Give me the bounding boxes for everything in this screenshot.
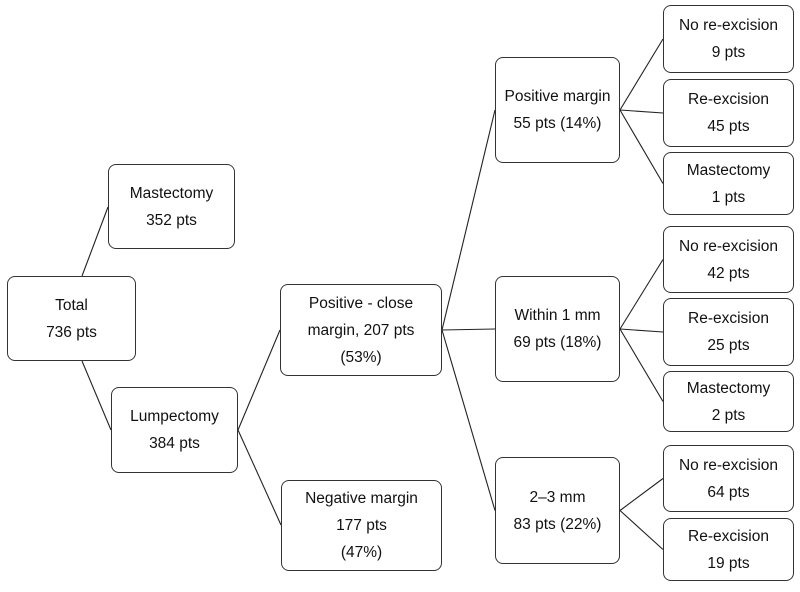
node-positive-close-margin-line-1: Positive - close xyxy=(308,294,414,312)
connector-total-to-lumpectomy xyxy=(81,360,112,431)
node-mastectomy: Mastectomy 352 pts xyxy=(108,164,235,249)
node-within-1mm-no-reexcision: No re-excision 42 pts xyxy=(663,226,794,293)
node-positive-margin-line-1: Positive margin xyxy=(504,88,611,105)
connector-lumpectomy-to-pos_close xyxy=(237,329,281,431)
node-2-3mm-line-1: 2–3 mm xyxy=(529,488,586,506)
node-negative-margin-line-3: (47%) xyxy=(340,544,383,561)
node-positive-close-margin-line-2: margin, 207 pts xyxy=(307,321,415,339)
connector-pos_close-to-within1 xyxy=(441,328,496,331)
connector-within1-to-w1_mast xyxy=(619,328,664,402)
node-within-1mm-reexcision: Re-excision 25 pts xyxy=(663,298,794,366)
connector-within1-to-w1_norx xyxy=(619,259,664,330)
node-2-3mm-no-reexcision-line-2: 64 pts xyxy=(707,483,750,501)
node-within-1mm-mastectomy-line-2: 2 pts xyxy=(711,406,746,424)
node-within-1mm-mastectomy: Mastectomy 2 pts xyxy=(663,371,794,432)
node-mastectomy-line-1: Mastectomy xyxy=(129,184,214,202)
node-within-1mm-reexcision-line-1: Re-excision xyxy=(688,310,769,327)
node-2-3mm-reexcision-line-1: Re-excision xyxy=(688,527,769,545)
connector-pos_margin-to-pm_norx xyxy=(619,38,664,111)
node-positive-margin-line-2: 55 pts (14%) xyxy=(513,115,602,132)
node-positive-margin: Positive margin 55 pts (14%) xyxy=(495,57,620,163)
node-within-1mm-no-reexcision-line-1: No re-excision xyxy=(678,237,779,255)
node-2-3mm: 2–3 mm 83 pts (22%) xyxy=(495,457,620,564)
node-2-3mm-line-2: 83 pts (22%) xyxy=(513,515,602,533)
node-positive-margin-mastectomy-line-2: 1 pts xyxy=(711,188,746,206)
node-mastectomy-line-2: 352 pts xyxy=(146,211,197,229)
connector-pos_margin-to-pm_mast xyxy=(619,109,664,184)
node-positive-margin-mastectomy-line-1: Mastectomy xyxy=(686,161,771,179)
connector-lumpectomy-to-negative xyxy=(237,429,282,526)
connector-pos_close-to-mm23 xyxy=(441,329,496,511)
node-lumpectomy: Lumpectomy 384 pts xyxy=(111,387,238,473)
connector-total-to-mastectomy xyxy=(81,206,109,277)
node-2-3mm-no-reexcision-line-1: No re-excision xyxy=(678,456,779,474)
node-total-line-1: Total xyxy=(55,296,88,314)
node-within-1mm-line-1: Within 1 mm xyxy=(514,307,601,324)
node-total: Total 736 pts xyxy=(7,276,136,361)
node-positive-margin-reexcision: Re-excision 45 pts xyxy=(663,79,794,147)
node-2-3mm-no-reexcision: No re-excision 64 pts xyxy=(663,445,794,512)
node-positive-margin-no-reexcision-line-2: 9 pts xyxy=(711,44,746,61)
node-positive-margin-mastectomy: Mastectomy 1 pts xyxy=(663,152,794,215)
connector-pos_close-to-pos_margin xyxy=(441,109,496,331)
connector-pos_margin-to-pm_rx xyxy=(619,109,664,114)
node-negative-margin-line-2: 177 pts xyxy=(336,517,387,534)
connector-mm23-to-m23_norx xyxy=(619,478,664,511)
node-within-1mm: Within 1 mm 69 pts (18%) xyxy=(495,276,620,382)
node-positive-close-margin: Positive - close margin, 207 pts (53%) xyxy=(280,284,442,376)
node-positive-close-margin-line-3: (53%) xyxy=(340,348,382,366)
node-within-1mm-no-reexcision-line-2: 42 pts xyxy=(707,264,750,282)
node-negative-margin-line-1: Negative margin xyxy=(305,490,418,507)
node-lumpectomy-line-2: 384 pts xyxy=(149,435,200,452)
node-positive-margin-reexcision-line-1: Re-excision xyxy=(688,91,769,108)
node-negative-margin: Negative margin 177 pts (47%) xyxy=(281,480,442,571)
node-2-3mm-reexcision-line-2: 19 pts xyxy=(707,554,750,572)
node-lumpectomy-line-1: Lumpectomy xyxy=(130,408,219,425)
node-positive-margin-no-reexcision: No re-excision 9 pts xyxy=(663,5,794,73)
node-within-1mm-mastectomy-line-1: Mastectomy xyxy=(686,379,771,397)
node-within-1mm-reexcision-line-2: 25 pts xyxy=(707,337,750,354)
node-within-1mm-line-2: 69 pts (18%) xyxy=(513,334,602,351)
node-positive-margin-reexcision-line-2: 45 pts xyxy=(707,118,750,135)
node-2-3mm-reexcision: Re-excision 19 pts xyxy=(663,518,794,581)
connector-mm23-to-m23_rx xyxy=(619,510,664,550)
connector-within1-to-w1_rx xyxy=(619,328,664,333)
node-positive-margin-no-reexcision-line-1: No re-excision xyxy=(678,17,779,34)
node-total-line-2: 736 pts xyxy=(46,323,97,341)
